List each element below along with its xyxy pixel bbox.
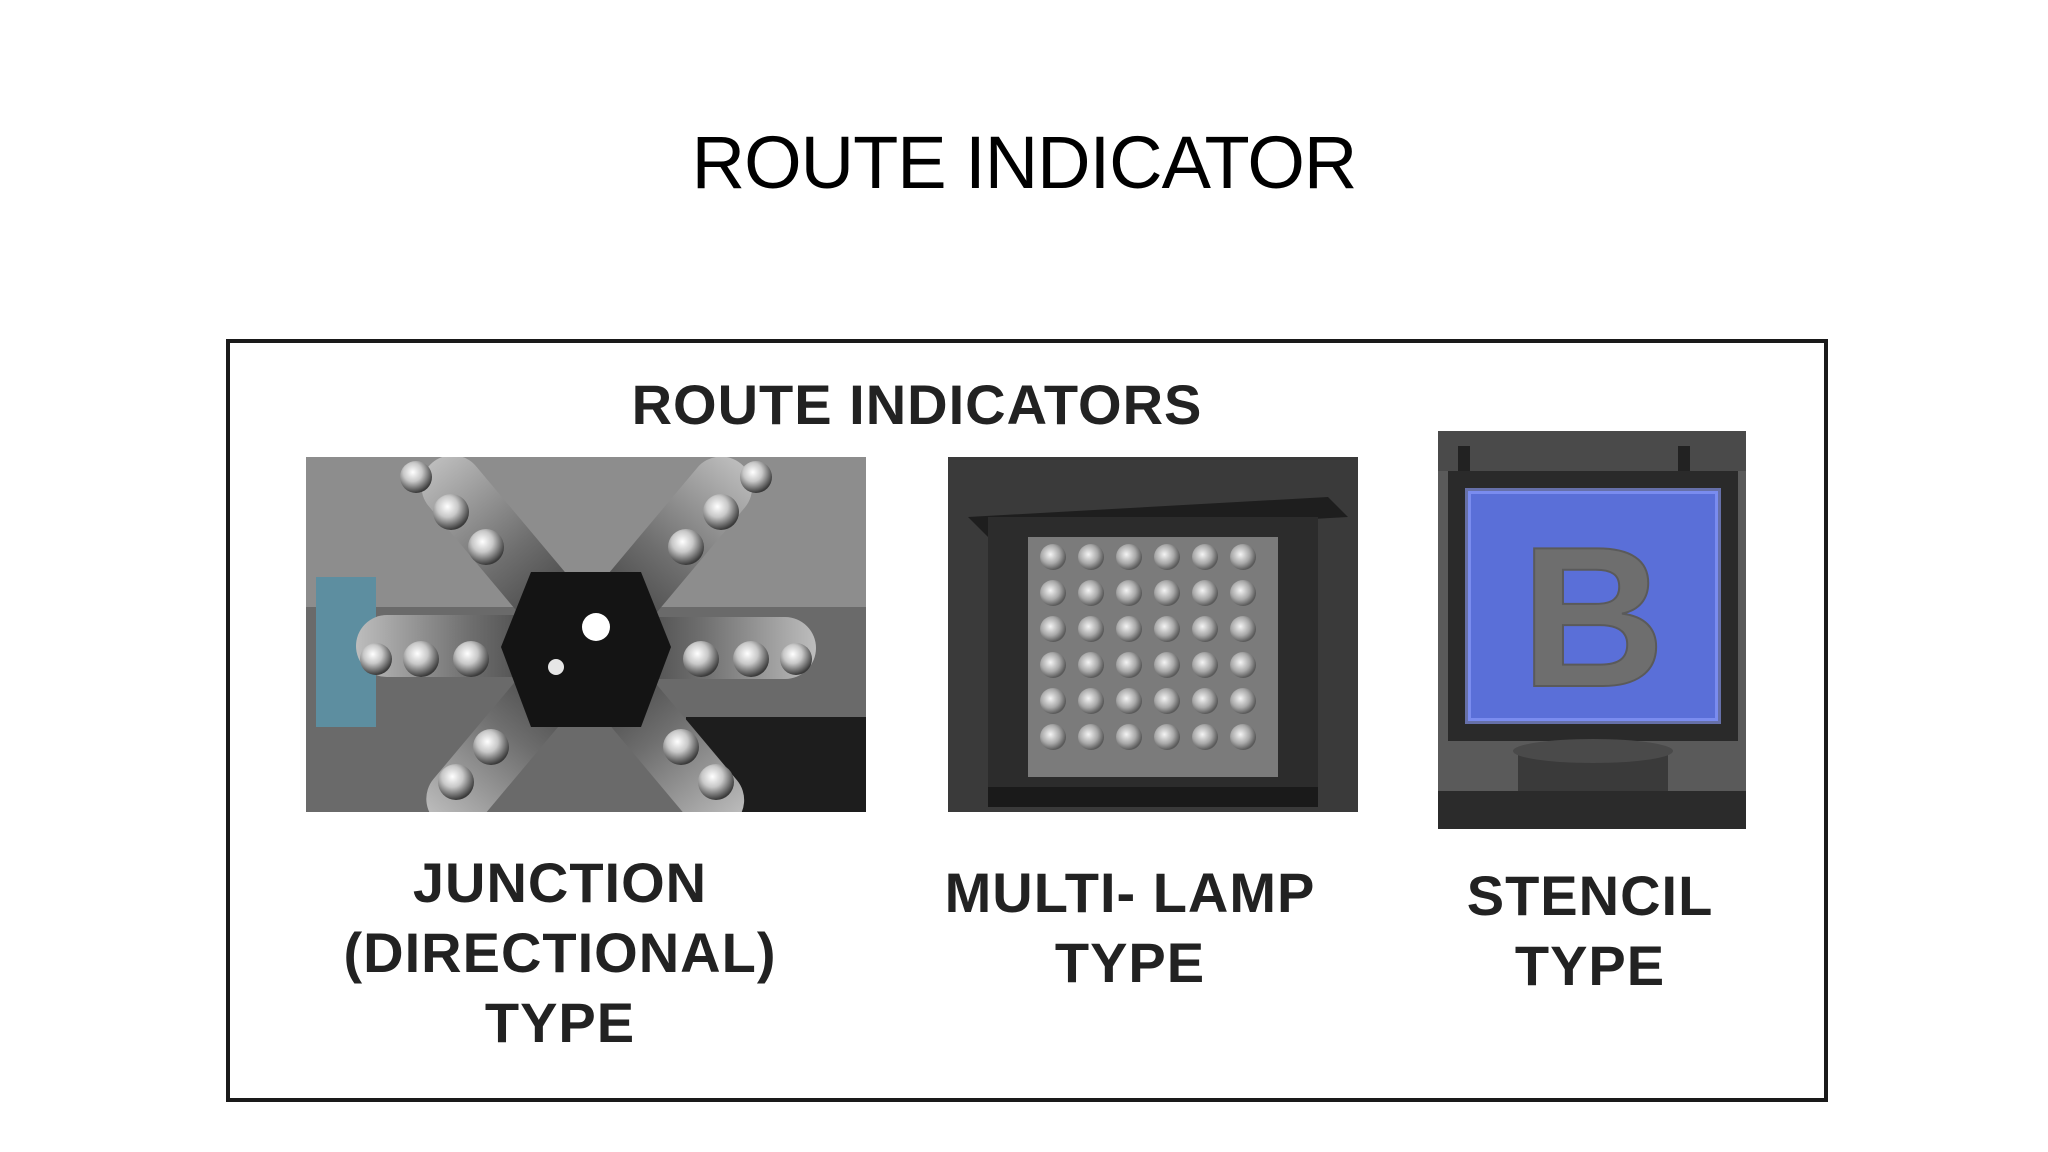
- stencil-route-indicator-photo: B: [1438, 431, 1746, 829]
- figure-heading: ROUTE INDICATORS: [631, 373, 1203, 436]
- stencil-letter: B: [1521, 506, 1665, 729]
- slide-title: ROUTE INDICATOR: [691, 121, 1358, 204]
- multi-lamp-type-caption: MULTI- LAMP TYPE: [944, 861, 1316, 994]
- route-indicators-figure: ROUTE INDICATORS: [226, 339, 1828, 1102]
- junction-type-caption: JUNCTION (DIRECTIONAL) TYPE: [343, 851, 777, 1054]
- stencil-type-caption: STENCIL TYPE: [1466, 864, 1714, 997]
- junction-directional-route-indicator-photo: [306, 457, 866, 812]
- multi-lamp-route-indicator-photo: [948, 457, 1358, 812]
